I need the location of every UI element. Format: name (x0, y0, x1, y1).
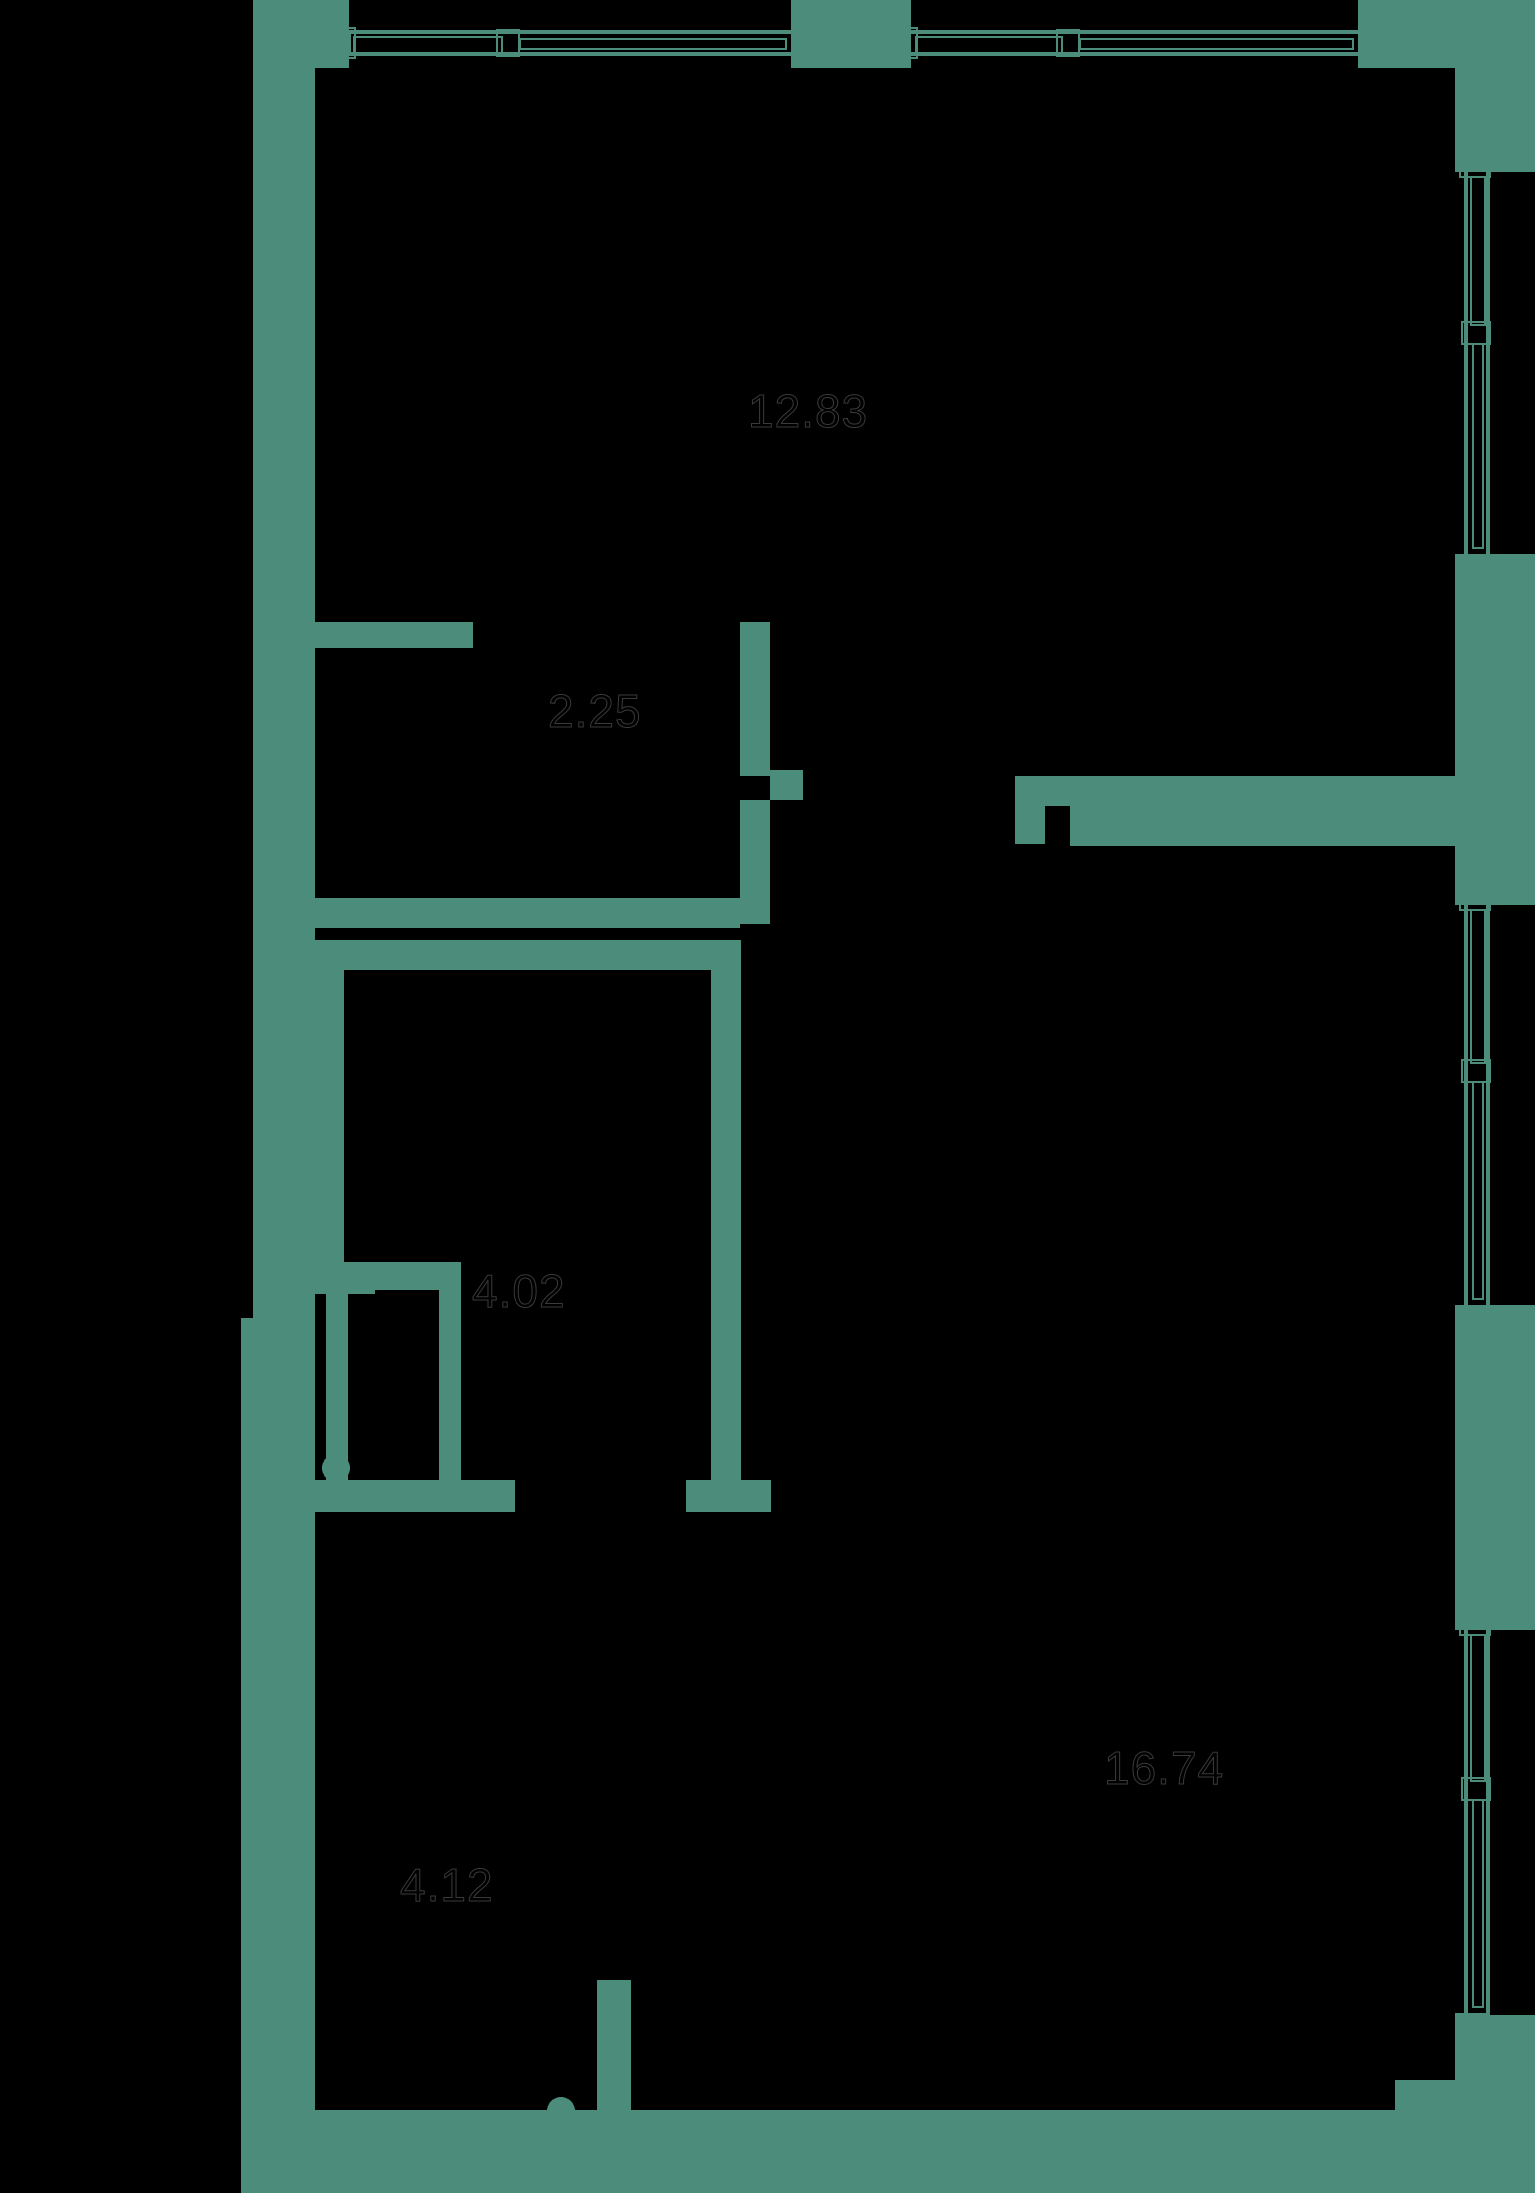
window-top-left-sash-b (519, 38, 787, 40)
wall-interior-right-pier (1015, 776, 1045, 844)
door-entry-knob-icon[interactable] (547, 2097, 575, 2125)
door-entry[interactable] (547, 2097, 575, 2125)
wall-exterior-right-top (1455, 0, 1535, 172)
window-right-upper-sash-b (1472, 344, 1474, 549)
window-right-lower-sash-a (1470, 1634, 1472, 1782)
wall-interior-entry-right (597, 1980, 631, 2135)
window-right-lower-sill (1455, 2013, 1490, 2017)
wall-interior-bath-bottom-left (315, 1480, 515, 1512)
window-right-upper-header (1455, 163, 1490, 167)
window-top-right-sash-b (1079, 38, 1354, 40)
window-right-middle-header (1455, 896, 1490, 900)
wall-interior-living-hall (315, 622, 473, 648)
window-right-middle[interactable] (1455, 896, 1491, 1305)
wall-pier-top-center (791, 0, 911, 68)
wall-interior-hall-bottom (315, 898, 740, 928)
window-right-upper[interactable] (1455, 163, 1491, 554)
wall-exterior-left-upper (253, 0, 315, 1318)
door-bathroom-frame-top (326, 1262, 461, 1290)
wall-exterior-left-mid (241, 1318, 315, 1738)
window-right-upper-sash-a (1470, 176, 1472, 326)
door-bathroom[interactable] (322, 1262, 461, 1512)
wall-interior-bath-bottom-right (686, 1480, 771, 1512)
door-bathroom-knob-icon[interactable] (322, 1454, 350, 1482)
wall-interior-corridor-step2 (285, 1700, 315, 1820)
window-top-right[interactable] (906, 27, 1358, 59)
wall-interior-right-upper (1015, 776, 1455, 806)
window-top-left-jamb-left (344, 27, 356, 59)
wall-exterior-right-seg1 (1455, 554, 1535, 905)
wall-exterior-top-left-stub (315, 0, 349, 68)
door-bathroom-frame-right (439, 1262, 461, 1512)
window-right-lower[interactable] (1455, 1621, 1491, 2017)
wall-interior-bath-top (315, 940, 740, 970)
window-right-middle-sash-b (1472, 1082, 1474, 1300)
wall-interior-bath-left (315, 940, 344, 1270)
wall-interior-hall-stub (770, 770, 803, 800)
wall-interior-bath-right (711, 940, 741, 1480)
wall-interior-right-upper-step (1070, 806, 1455, 846)
window-right-lower-sash-b (1472, 1800, 1474, 2008)
window-top-left[interactable] (344, 27, 791, 59)
wall-interior-hall-right-upper (740, 622, 770, 776)
window-top-right-jamb-left (906, 27, 918, 59)
wall-interior-hall-right-lower (740, 800, 770, 924)
wall-exterior-right-seg2 (1455, 1305, 1535, 1630)
wall-interior-entry-bottom (265, 2110, 1535, 2145)
window-right-lower-header (1455, 1621, 1490, 1625)
door-bathroom-leaf[interactable] (326, 1270, 348, 1485)
window-right-middle-sash-a (1470, 909, 1472, 1064)
wall-group (241, 0, 1535, 2193)
